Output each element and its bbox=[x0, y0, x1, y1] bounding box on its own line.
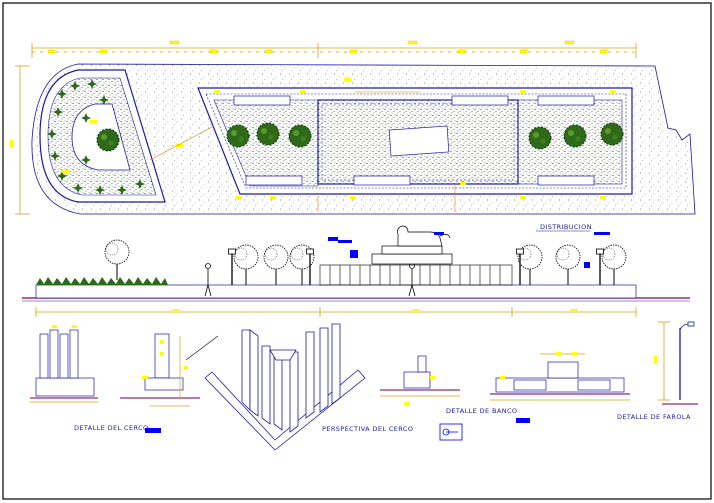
person-figure bbox=[204, 263, 212, 297]
semicircle-garden bbox=[39, 69, 166, 203]
fence-detail bbox=[30, 329, 98, 403]
fence-section-detail bbox=[120, 333, 219, 407]
fence-detail-caption: DETALLE DEL CERCO bbox=[74, 424, 149, 432]
fence-perspective-caption: PERSPECTIVA DEL CERCO bbox=[322, 425, 413, 433]
shrub-row bbox=[36, 277, 168, 285]
planter-bench-elevation bbox=[490, 353, 630, 401]
lamp-detail bbox=[658, 321, 698, 405]
top-dimension-line bbox=[31, 43, 637, 58]
plan-title: DISTRIBUCION bbox=[540, 223, 592, 231]
fence-perspective bbox=[204, 323, 366, 451]
lamp-detail-caption: DETALLE DE FAROLA bbox=[617, 413, 691, 421]
left-dimension-line bbox=[15, 65, 30, 215]
fence bbox=[319, 264, 513, 286]
central-garden-block bbox=[149, 78, 633, 212]
monument-lion bbox=[371, 225, 453, 265]
north-arrow-symbol bbox=[439, 423, 463, 441]
bench-detail bbox=[380, 355, 460, 397]
bench-detail-caption: DETALLE DE BANCO bbox=[446, 407, 517, 415]
elevation-callouts bbox=[328, 232, 610, 268]
dimension-labels bbox=[47, 40, 608, 54]
plan-view: DISTRIBUCION bbox=[10, 40, 696, 232]
elevation-view bbox=[22, 225, 690, 317]
